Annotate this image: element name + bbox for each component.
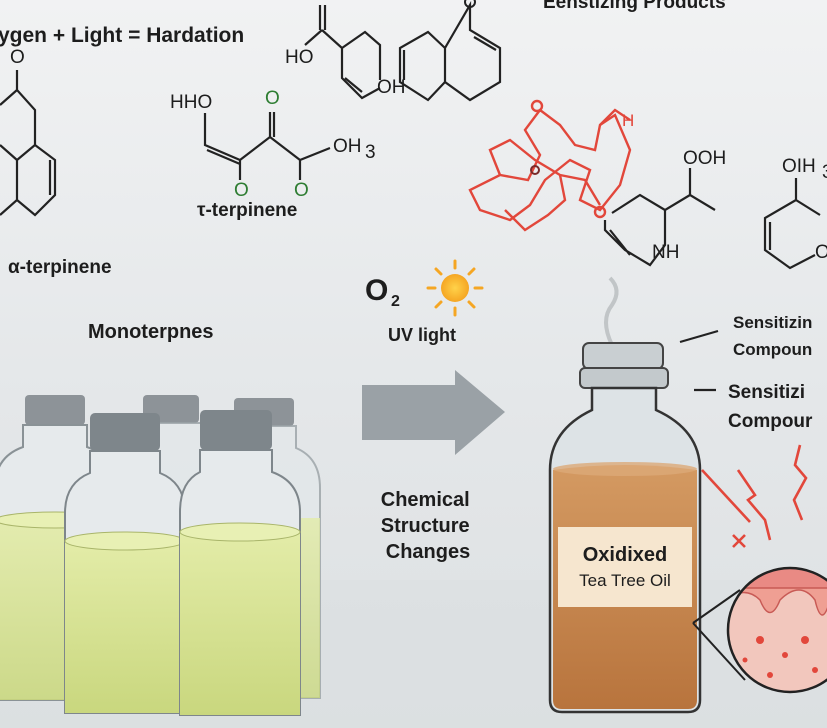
oxygen-formula: O (365, 274, 388, 307)
svg-text:3: 3 (365, 142, 376, 163)
svg-text:O: O (815, 242, 827, 263)
product-structure-1: HO OH (285, 5, 406, 100)
oxidized-bottle: Oxidixed Tea Tree Oil (548, 276, 702, 714)
svg-text:HO: HO (285, 47, 314, 68)
svg-text:OOH: OOH (683, 148, 726, 169)
oxygen-subscript: 2 (391, 293, 400, 310)
sun-icon (426, 259, 484, 317)
svg-text:H: H (622, 111, 634, 130)
uv-light-label: UV light (388, 325, 456, 345)
svg-text:OH: OH (333, 136, 362, 157)
irritation-icon (701, 444, 808, 548)
svg-text:O: O (10, 47, 25, 68)
alpha-terpinene-label: α-terpinene (8, 257, 112, 278)
vials-group (0, 395, 321, 716)
vial (64, 413, 186, 714)
products-heading: Eenstizing Products (543, 0, 726, 13)
callout-1: Sensitizin Compoun (733, 313, 817, 359)
title: ygen + Light = Hardation (0, 24, 244, 47)
svg-text:OH: OH (377, 77, 406, 98)
vial (179, 410, 301, 716)
svg-text:O: O (265, 88, 280, 109)
svg-text:NH: NH (652, 242, 679, 263)
svg-text:O: O (234, 180, 249, 201)
svg-text:OIH: OIH (782, 156, 816, 177)
product-structure-2 (398, 0, 502, 102)
bottle-label-line2: Tea Tree Oil (579, 571, 671, 590)
svg-text:HHO: HHO (170, 92, 212, 113)
monoterpenes-label: Monoterpnes (88, 321, 214, 343)
bottle-label-line1: Oxidixed (583, 544, 667, 566)
alpha-terpinene-structure: O (0, 47, 57, 217)
callout-line (679, 329, 719, 344)
product-structure-3-red: H (468, 99, 634, 232)
svg-text:O: O (294, 180, 309, 201)
svg-text:3: 3 (822, 162, 827, 183)
tau-terpinene-label: τ-terpinene (197, 200, 297, 221)
product-structure-5: OIH 3 O (763, 156, 827, 270)
callout-2: Sensitizi Compour (728, 382, 813, 432)
tau-terpinene-structure: HHO O OH 3 O O (170, 88, 376, 201)
process-label: Chemical Structure Changes (381, 489, 476, 563)
product-structure-4: OOH NH (603, 148, 726, 267)
vapor (604, 276, 619, 346)
process-arrow-icon (362, 370, 505, 455)
